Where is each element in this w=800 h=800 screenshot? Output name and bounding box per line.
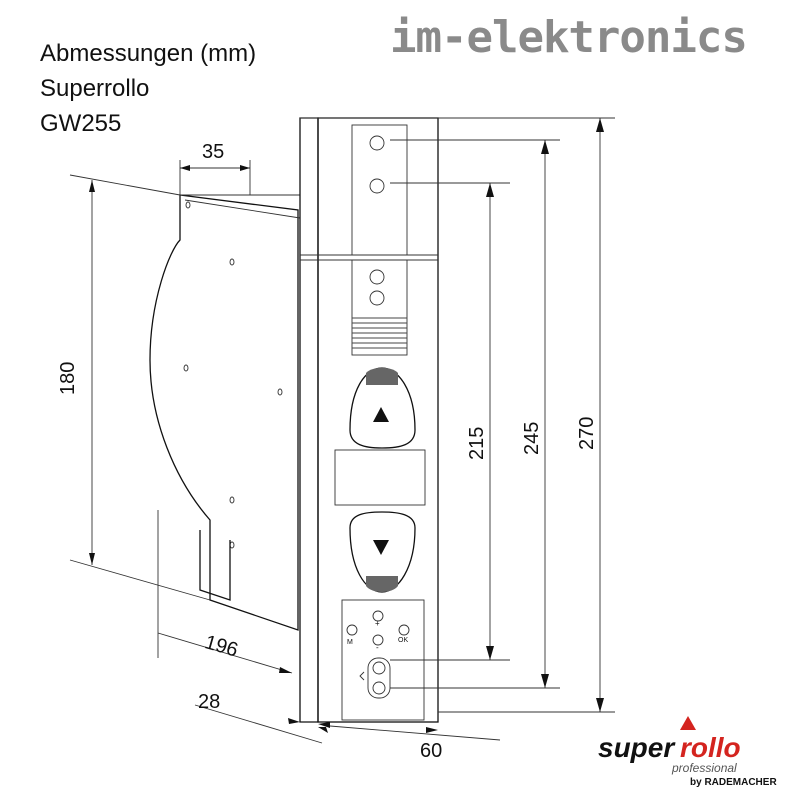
down-button <box>349 511 416 593</box>
button-minus-label: - <box>376 643 379 652</box>
button-ok-label: OK <box>398 637 408 644</box>
dimension-180 <box>69 174 211 601</box>
dim-270-label: 270 <box>576 417 598 450</box>
title-line-2: Superrollo <box>40 75 150 102</box>
dimension-215 <box>390 182 510 661</box>
superrollo-logo: super rollo professional by RADEMACHER <box>598 716 777 788</box>
dimension-28 <box>194 704 328 744</box>
dim-60-label: 60 <box>420 740 442 762</box>
dimension-270 <box>438 117 615 713</box>
logo-super-text: super <box>598 732 676 763</box>
dim-180-label: 180 <box>57 362 79 395</box>
logo-by: by RADEMACHER <box>690 777 777 788</box>
dim-35-label: 35 <box>202 141 224 163</box>
title-line-1: Abmessungen (mm) <box>40 40 257 67</box>
dimension-245 <box>390 139 560 689</box>
dimension-196 <box>157 510 293 674</box>
dim-196-label: 196 <box>202 631 240 661</box>
dim-28-label: 28 <box>198 691 220 713</box>
logo-rollo-text: rollo <box>680 732 741 763</box>
logo-subtitle: professional <box>671 761 737 775</box>
dimension-60 <box>318 722 501 741</box>
button-plus-label: + <box>375 619 380 628</box>
arrow-down-icon <box>373 540 389 555</box>
dim-245-label: 245 <box>521 422 543 455</box>
mounting-holes <box>183 201 283 549</box>
side-housing <box>149 194 299 631</box>
control-buttons <box>346 610 410 699</box>
front-panel <box>299 117 439 723</box>
button-m-label: M <box>347 639 353 646</box>
title-line-3: GW255 <box>40 110 122 137</box>
dimension-35 <box>179 160 251 195</box>
up-button <box>349 367 416 449</box>
arrow-up-icon <box>373 407 389 422</box>
dim-215-label: 215 <box>466 427 488 460</box>
brand-logo-text: im-elektronics <box>390 12 748 63</box>
